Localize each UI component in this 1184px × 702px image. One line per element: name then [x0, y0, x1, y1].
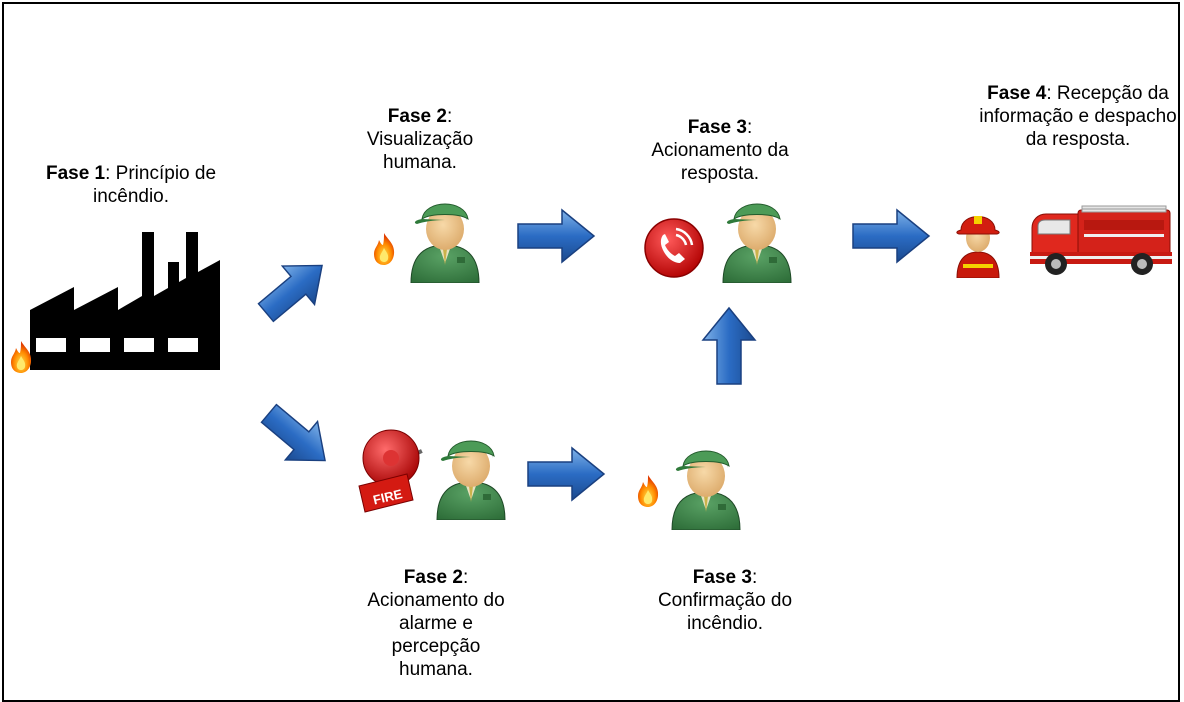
phase4-label: Fase 4: Recepção da informação e despach… — [978, 82, 1178, 151]
fire-alarm-icon: FIRE — [355, 428, 427, 514]
worker-icon — [431, 430, 511, 520]
firefighter-icon — [953, 208, 1003, 278]
arrow-up-icon — [701, 306, 757, 386]
fire-icon — [9, 340, 33, 374]
phase3-top-title: Fase 3 — [687, 117, 747, 138]
phase3-bottom-title: Fase 3 — [692, 567, 752, 588]
phase3-bottom-text: Confirmação do incêndio. — [657, 590, 793, 634]
fire-icon — [372, 232, 396, 266]
phase2-bottom-colon: : — [462, 567, 469, 588]
factory-icon — [30, 232, 220, 370]
phase2-top-label: Fase 2: Visualização humana. — [330, 105, 510, 174]
phase1-label: Fase 1: Princípio de incêndio. — [20, 162, 242, 208]
phase2-top-title: Fase 2 — [387, 106, 447, 127]
arrow-right-icon — [851, 208, 931, 264]
phase1-text: : Princípio de incêndio. — [92, 163, 217, 207]
phase2-top-text: Visualização humana. — [366, 129, 474, 173]
phase3-top-label: Fase 3: Acionamento da resposta. — [630, 116, 810, 185]
phase1-title: Fase 1 — [45, 163, 106, 184]
arrow-right-icon — [526, 446, 606, 502]
phase2-top-colon: : — [446, 106, 453, 127]
phase4-title: Fase 4 — [987, 83, 1047, 104]
fire-icon — [636, 474, 660, 508]
alarm-fire-text: FIRE — [372, 486, 405, 507]
phase2-bottom-text: Acionamento do alarme e percepção humana… — [367, 590, 505, 680]
fire-truck-icon — [1030, 202, 1172, 278]
arrow-right-icon — [516, 208, 596, 264]
worker-icon — [717, 193, 797, 283]
phase4-text: : Recepção da informação e despacho da r… — [979, 83, 1177, 150]
phase2-bottom-label: Fase 2: Acionamento do alarme e percepçã… — [346, 566, 526, 681]
phase3-bottom-colon: : — [751, 567, 758, 588]
phone-icon — [643, 217, 705, 279]
phase3-bottom-label: Fase 3: Confirmação do incêndio. — [635, 566, 815, 635]
phase3-top-text: Acionamento da resposta. — [651, 140, 789, 184]
worker-icon — [666, 440, 746, 530]
phase2-bottom-title: Fase 2 — [403, 567, 463, 588]
phase3-top-colon: : — [746, 117, 753, 138]
worker-icon — [405, 193, 485, 283]
